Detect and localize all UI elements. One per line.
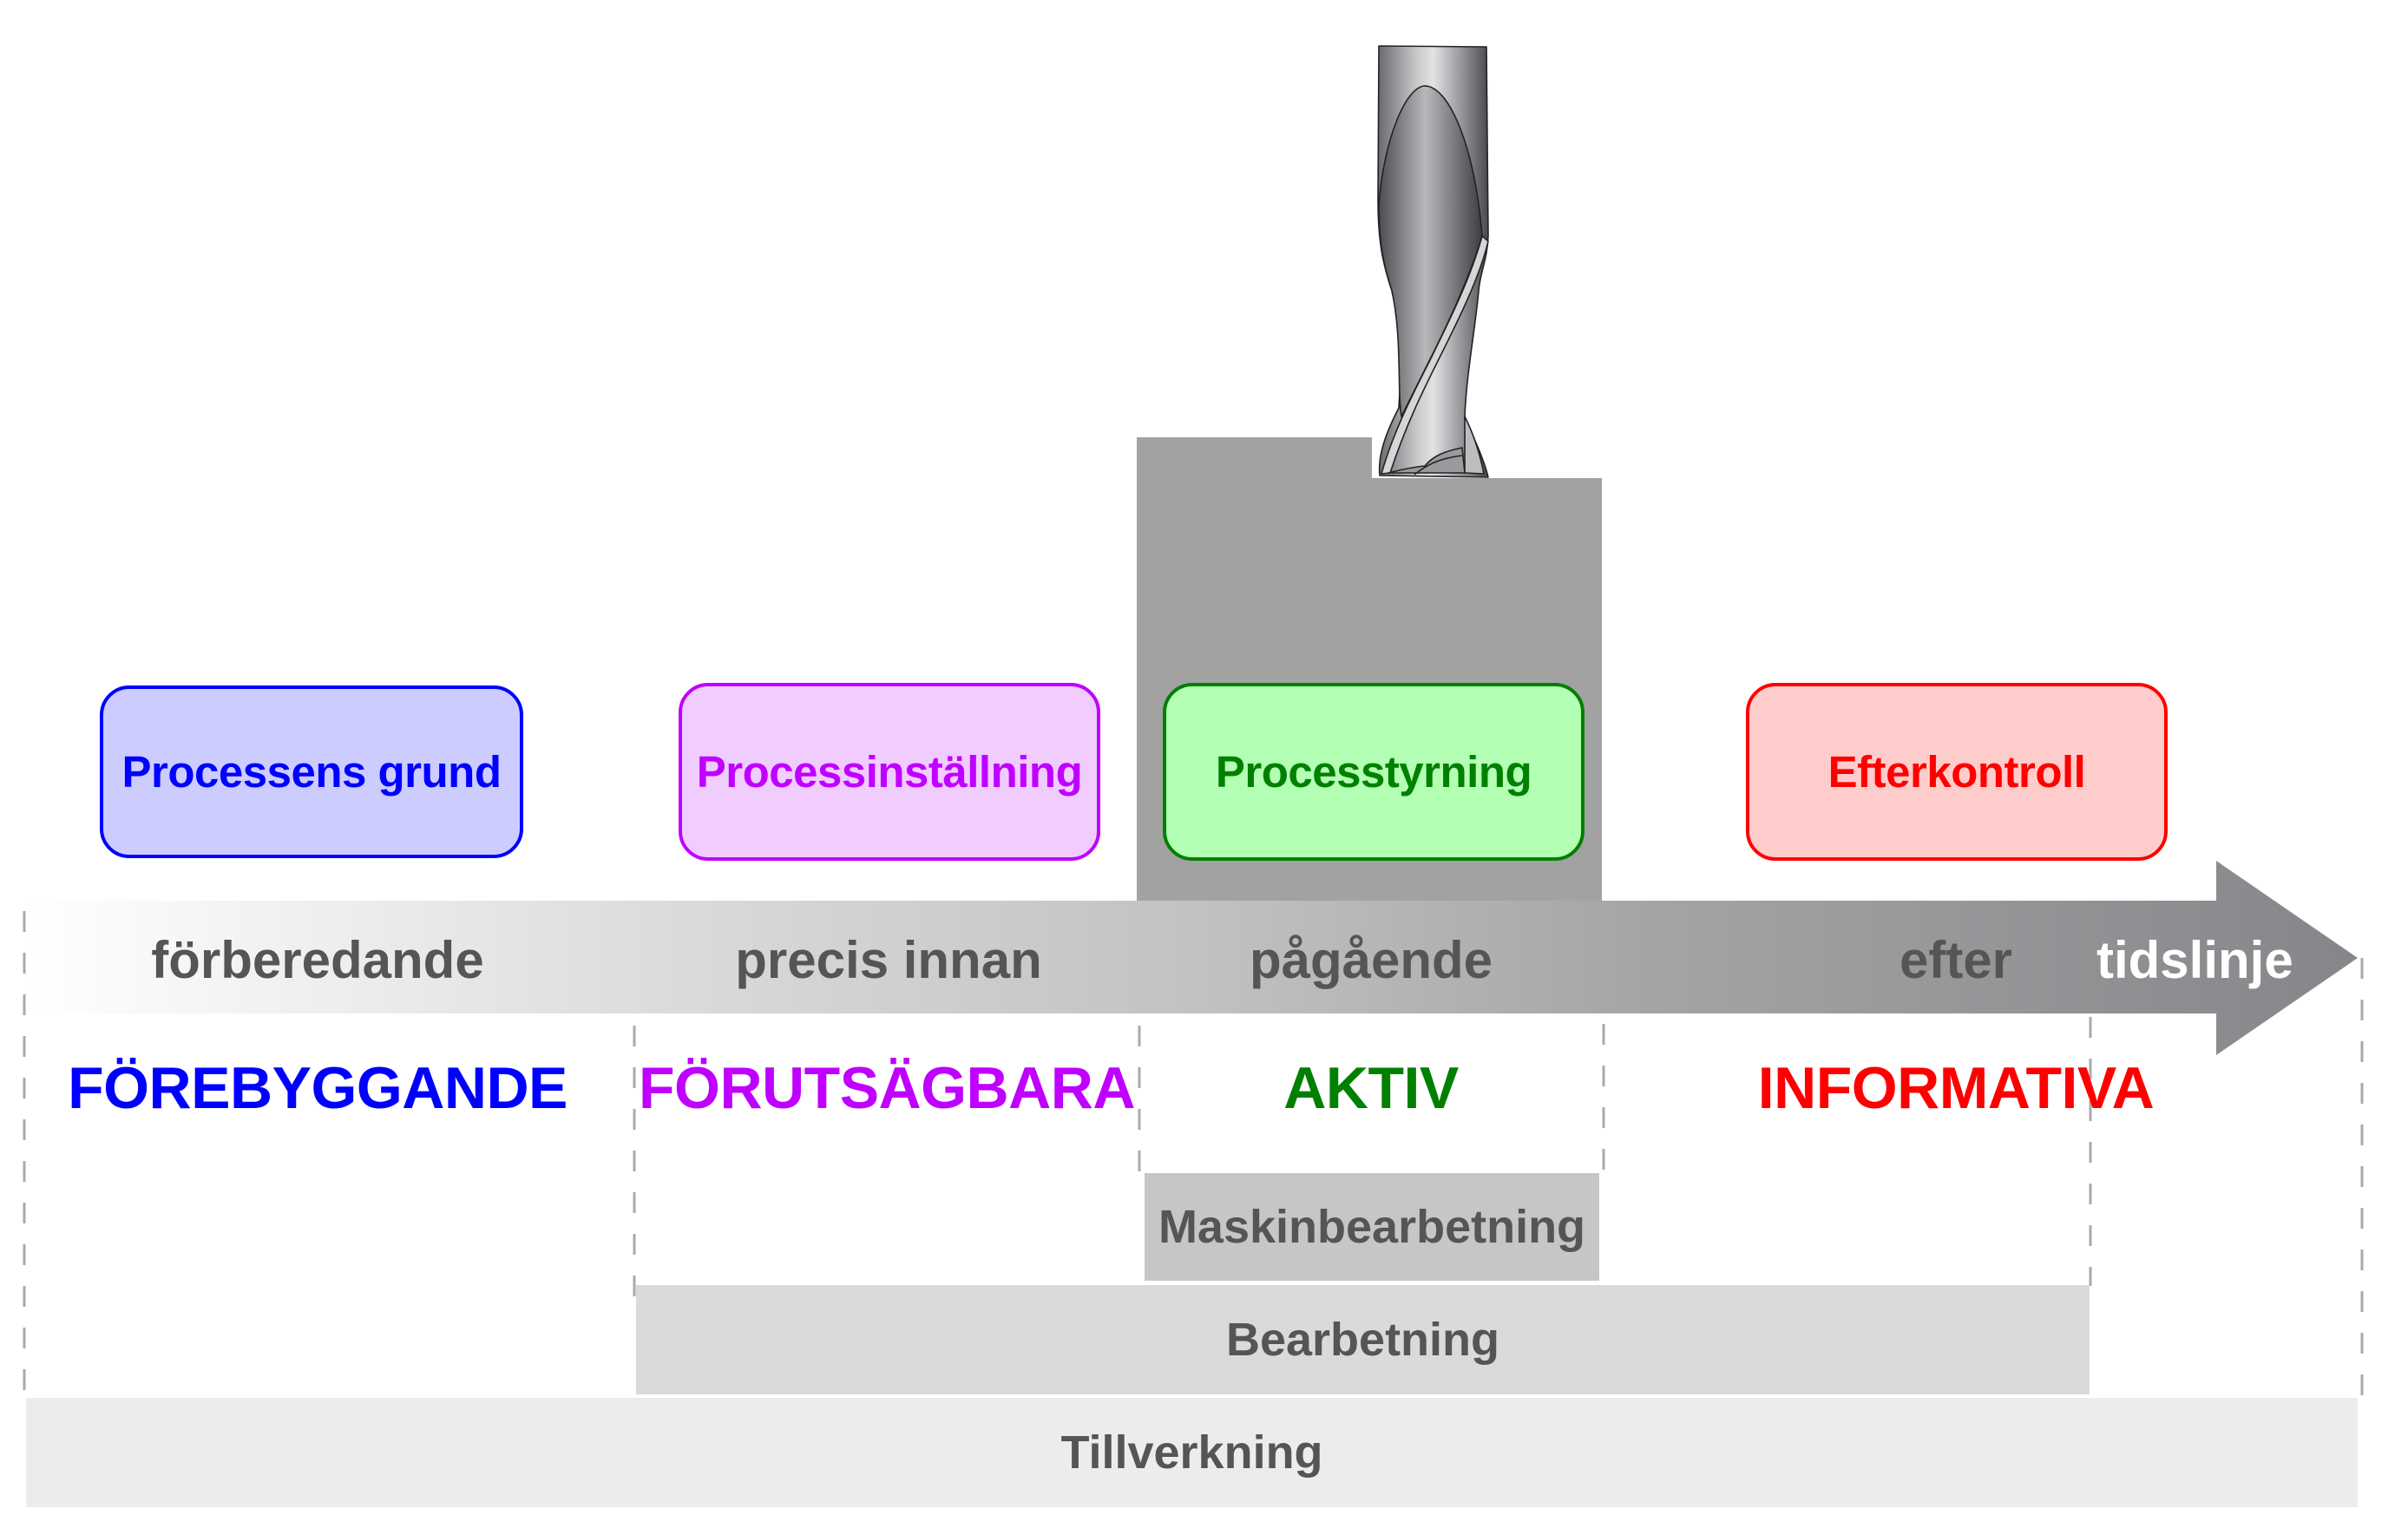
phase-label-just-before: precis innan bbox=[735, 931, 1042, 989]
category-informative: INFORMATIVA bbox=[1757, 1055, 2155, 1121]
category-active: AKTIV bbox=[1283, 1055, 1459, 1121]
layer-label: Bearbetning bbox=[1225, 1314, 1500, 1366]
control-box-label: Processinställning bbox=[696, 747, 1083, 797]
timeline-arrow bbox=[26, 861, 2358, 1055]
timeline-label: tidslinje bbox=[2096, 931, 2293, 989]
end-mill-tool-icon bbox=[1377, 45, 1489, 478]
layer-manufacturing: Tillverkning bbox=[26, 1398, 2358, 1507]
phase-label-preparatory: förberedande bbox=[151, 931, 484, 989]
control-box-label: Efterkontroll bbox=[1827, 747, 2086, 797]
control-box-label: Processens grund bbox=[121, 747, 502, 797]
control-box-process-setup: Processinställning bbox=[679, 683, 1100, 861]
category-predictive: FÖRUTSÄGBARA bbox=[639, 1055, 1135, 1121]
phase-label-after: efter bbox=[1899, 931, 2013, 989]
control-box-label: Processtyrning bbox=[1215, 747, 1532, 797]
layer-label: Maskinbearbetning bbox=[1158, 1201, 1586, 1253]
control-box-process-foundation: Processens grund bbox=[100, 685, 523, 858]
layer-machining: Maskinbearbetning bbox=[1145, 1173, 1599, 1281]
control-box-process-control: Processtyrning bbox=[1163, 683, 1585, 861]
layer-label: Tillverkning bbox=[1060, 1426, 1323, 1479]
phase-label-ongoing: pågående bbox=[1249, 931, 1493, 989]
control-box-post-inspection: Efterkontroll bbox=[1746, 683, 2168, 861]
category-preventive: FÖREBYGGANDE bbox=[68, 1055, 568, 1121]
layer-processing: Bearbetning bbox=[636, 1285, 2090, 1394]
